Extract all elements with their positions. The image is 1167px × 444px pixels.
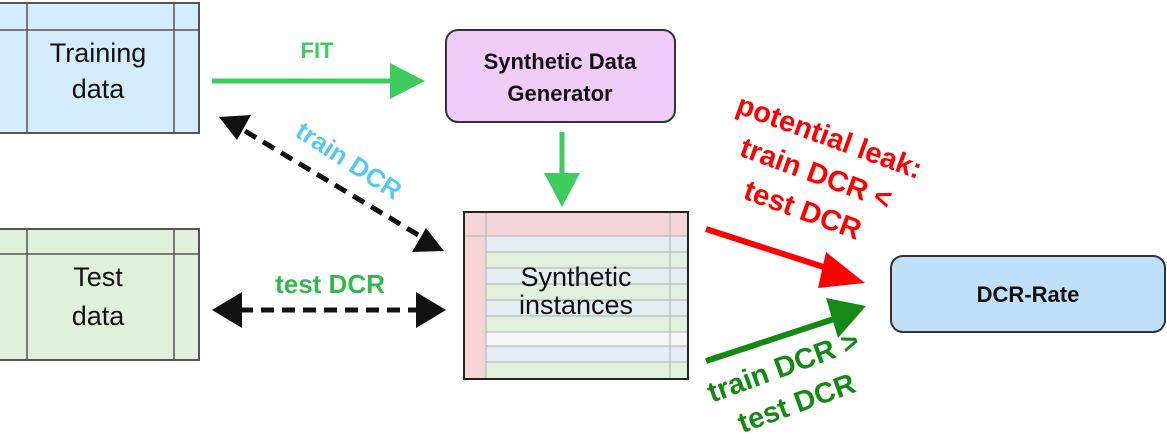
test-data-label-1: Test [73, 262, 123, 292]
training-data-label-2: data [72, 74, 126, 104]
leak-label: potential leak: train DCR < test DCR [732, 89, 926, 247]
training-data-label-1: Training [50, 38, 147, 68]
training-data-node: Training data [0, 2, 200, 134]
safe-arrow [705, 298, 866, 364]
leak-arrow [705, 226, 865, 288]
train-dcr-label: train DCR [290, 115, 407, 206]
synthetic-label-1: Synthetic [520, 262, 631, 292]
test-data-node: Test data [0, 228, 200, 361]
test-data-label-2: data [72, 301, 126, 331]
synthetic-instances-node: Synthetic instances [463, 211, 689, 380]
test-dcr-label: test DCR [275, 269, 385, 299]
train-dcr-arrow [219, 115, 444, 252]
fit-arrow [212, 63, 425, 99]
dcr-rate-node: DCR-Rate [890, 255, 1166, 333]
generator-node: Synthetic Data Generator [445, 29, 676, 123]
safe-label: train DCR > test DCR [703, 325, 863, 440]
generator-label-1: Synthetic Data [484, 49, 638, 74]
dcr-rate-label: DCR-Rate [977, 282, 1080, 307]
synthetic-label-2: instances [519, 290, 633, 320]
generator-label-2: Generator [507, 81, 613, 106]
generate-arrow [544, 132, 580, 207]
fit-label: FIT [301, 38, 335, 63]
test-dcr-arrow [212, 292, 446, 328]
